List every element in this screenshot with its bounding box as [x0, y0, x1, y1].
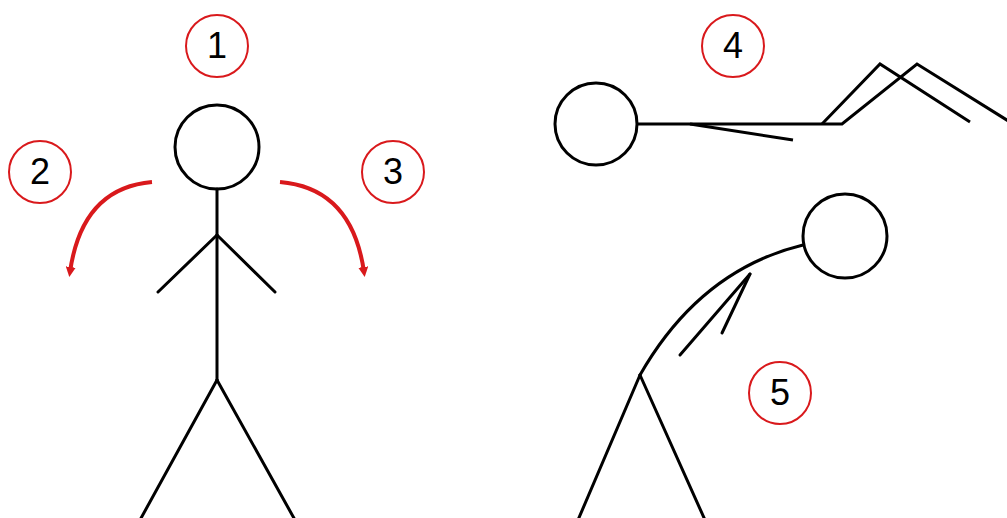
callout-circles	[9, 15, 811, 424]
callout-number: 4	[702, 15, 764, 77]
rotation-arrows	[70, 182, 364, 272]
lying-figure	[555, 64, 1007, 165]
bending-figure	[578, 194, 887, 518]
callout-number: 2	[9, 141, 71, 203]
callout-number: 3	[362, 141, 424, 203]
standing-figure	[140, 105, 295, 518]
callout-number: 1	[186, 15, 248, 77]
callout-number: 5	[749, 362, 811, 424]
